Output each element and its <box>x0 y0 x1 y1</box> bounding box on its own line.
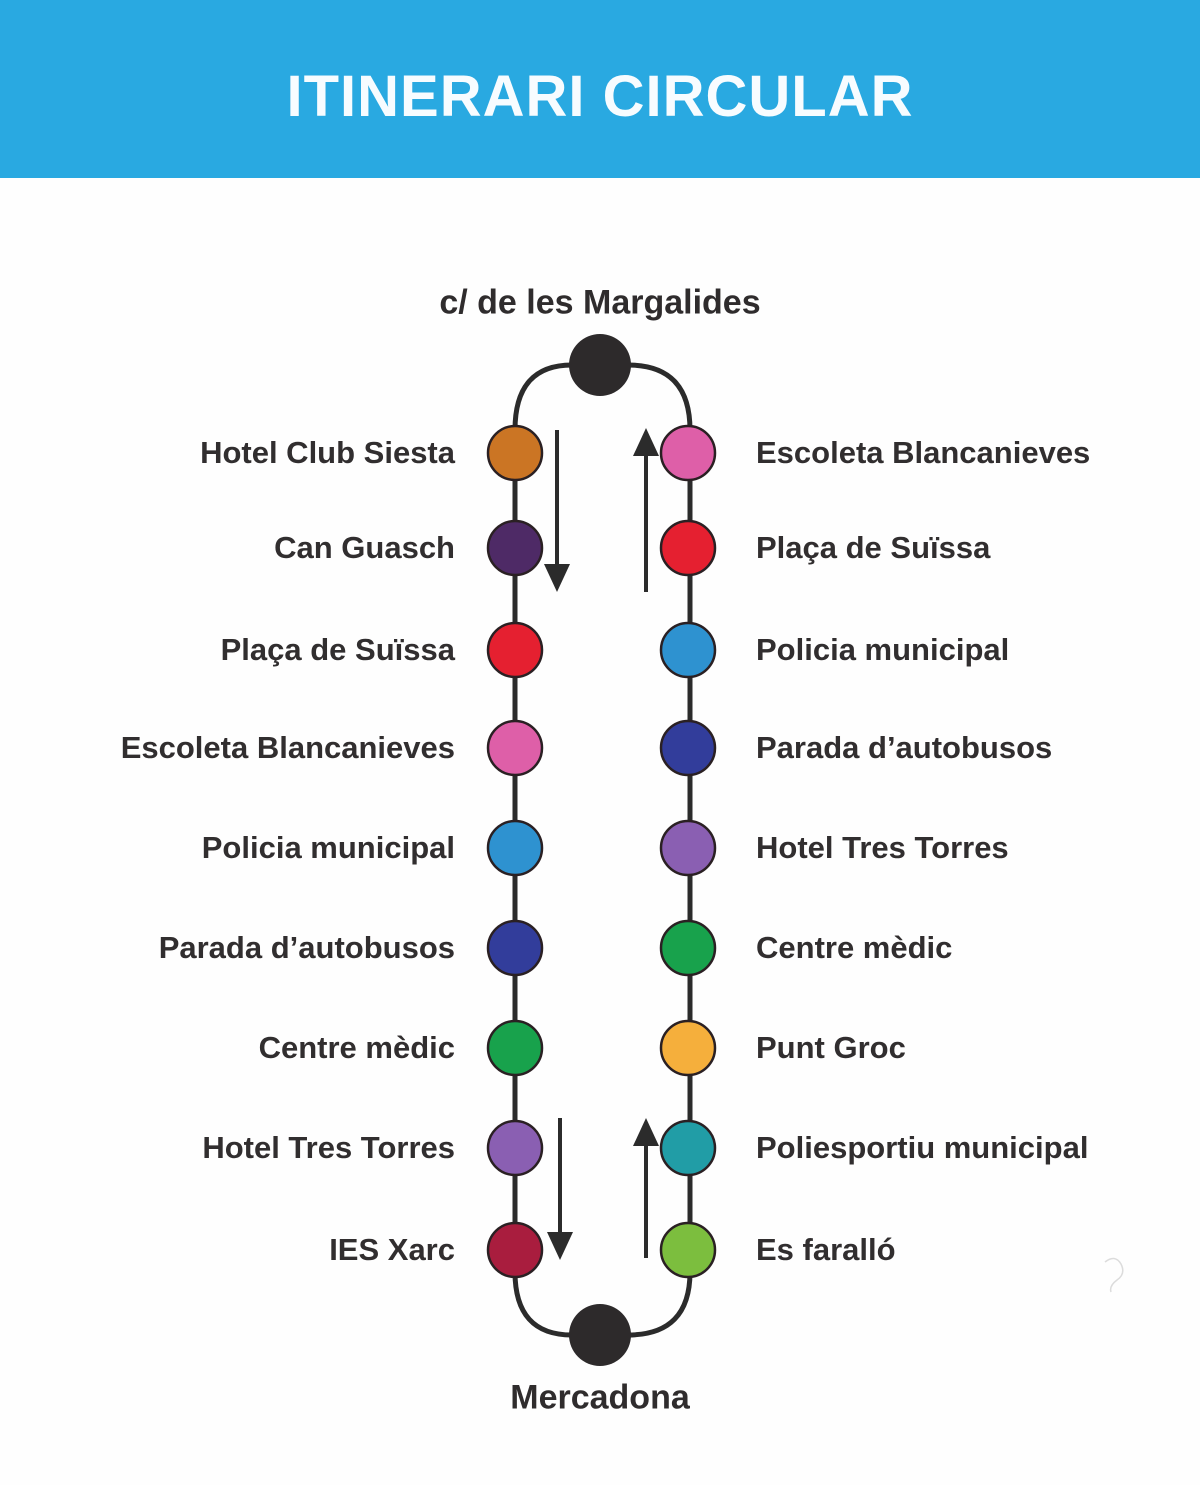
stop-label-right-0: Escoleta Blancanieves <box>756 434 1091 470</box>
stop-dot-right-7 <box>659 1119 717 1177</box>
stop-dot-right-1 <box>659 519 717 577</box>
stop-dot-left-5 <box>486 919 544 977</box>
stop-dot-right-6 <box>659 1019 717 1077</box>
stop-label-right-8: Es faralló <box>756 1231 896 1267</box>
stop-label-left-0: Hotel Club Siesta <box>200 434 455 470</box>
stop-label-left-7: Hotel Tres Torres <box>202 1129 455 1165</box>
stop-label-left-8: IES Xarc <box>329 1231 455 1267</box>
stop-label-right-4: Hotel Tres Torres <box>756 829 1009 865</box>
stop-dot-left-2 <box>486 621 544 679</box>
stop-dot-left-7 <box>486 1119 544 1177</box>
stop-dot-right-3 <box>659 719 717 777</box>
stop-dot-left-8 <box>486 1221 544 1279</box>
top-terminal-label: c/ de les Margalides <box>439 283 761 322</box>
stop-dot-left-3 <box>486 719 544 777</box>
stop-label-right-6: Punt Groc <box>756 1029 906 1065</box>
stop-dot-left-0 <box>486 424 544 482</box>
stop-label-left-2: Plaça de Suïssa <box>220 631 455 667</box>
stop-label-right-1: Plaça de Suïssa <box>756 529 991 565</box>
stop-label-left-5: Parada d’autobusos <box>158 929 455 965</box>
faint-watermark-mark <box>1104 1257 1124 1293</box>
stop-dot-left-4 <box>486 819 544 877</box>
stop-dot-right-4 <box>659 819 717 877</box>
stop-dot-left-1 <box>486 519 544 577</box>
stop-label-right-2: Policia municipal <box>756 631 1010 667</box>
stop-label-left-4: Policia municipal <box>201 829 455 865</box>
page-title: ITINERARI CIRCULAR <box>286 63 914 129</box>
stop-dot-right-5 <box>659 919 717 977</box>
bottom-terminal-label: Mercadona <box>510 1378 690 1417</box>
down-arrow-left-top <box>544 430 570 592</box>
header-bar: ITINERARI CIRCULAR <box>0 0 1200 178</box>
stop-dot-left-6 <box>486 1019 544 1077</box>
stop-label-right-3: Parada d’autobusos <box>756 729 1053 765</box>
stop-dot-right-8 <box>659 1221 717 1279</box>
stop-label-right-5: Centre mèdic <box>756 929 953 965</box>
up-arrow-right-bottom <box>633 1118 659 1258</box>
bottom-terminal-dot <box>569 1304 631 1366</box>
stop-label-left-3: Escoleta Blancanieves <box>120 729 455 765</box>
stop-label-left-1: Can Guasch <box>274 529 455 565</box>
up-arrow-right-top <box>633 428 659 592</box>
stop-dot-right-0 <box>659 424 717 482</box>
down-arrow-left-bottom <box>547 1118 573 1260</box>
stop-label-left-6: Centre mèdic <box>258 1029 455 1065</box>
top-terminal-dot <box>569 334 631 396</box>
stop-label-right-7: Poliesportiu municipal <box>756 1129 1089 1165</box>
stop-dot-right-2 <box>659 621 717 679</box>
